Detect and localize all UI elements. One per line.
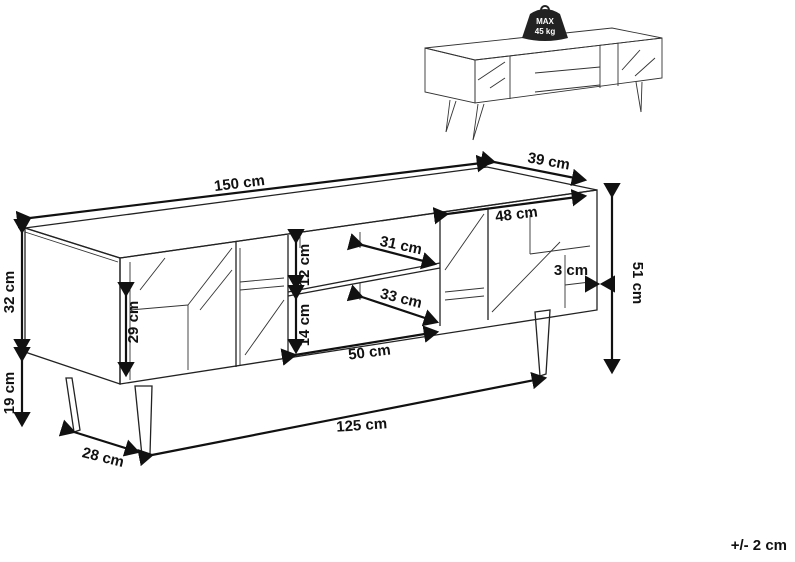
label-leg-depth: 28 cm bbox=[80, 444, 125, 471]
tolerance-note: +/- 2 cm bbox=[731, 537, 787, 554]
label-compartment-width: 50 cm bbox=[347, 342, 391, 364]
preview-drawing: MAX 45 kg bbox=[424, 5, 663, 141]
label-inner-width: 48 cm bbox=[494, 204, 538, 226]
label-leg-spacing: 125 cm bbox=[336, 415, 388, 436]
label-compartment-bottom: 14 cm bbox=[296, 304, 313, 347]
label-top-thickness: 3 cm bbox=[554, 262, 588, 279]
label-total-height: 51 cm bbox=[629, 262, 646, 305]
label-leg-height: 19 cm bbox=[1, 372, 18, 415]
label-width: 150 cm bbox=[213, 172, 266, 195]
label-body-height: 32 cm bbox=[1, 271, 18, 314]
weight-line2: 45 kg bbox=[535, 27, 556, 36]
label-door-height: 29 cm bbox=[125, 301, 142, 344]
weight-line1: MAX bbox=[536, 17, 554, 26]
dimension-arrows bbox=[13, 150, 621, 467]
label-shelf-depth-bottom: 33 cm bbox=[378, 285, 423, 312]
weight-icon: MAX 45 kg bbox=[522, 5, 568, 41]
label-compartment-top: 12 cm bbox=[296, 244, 313, 287]
